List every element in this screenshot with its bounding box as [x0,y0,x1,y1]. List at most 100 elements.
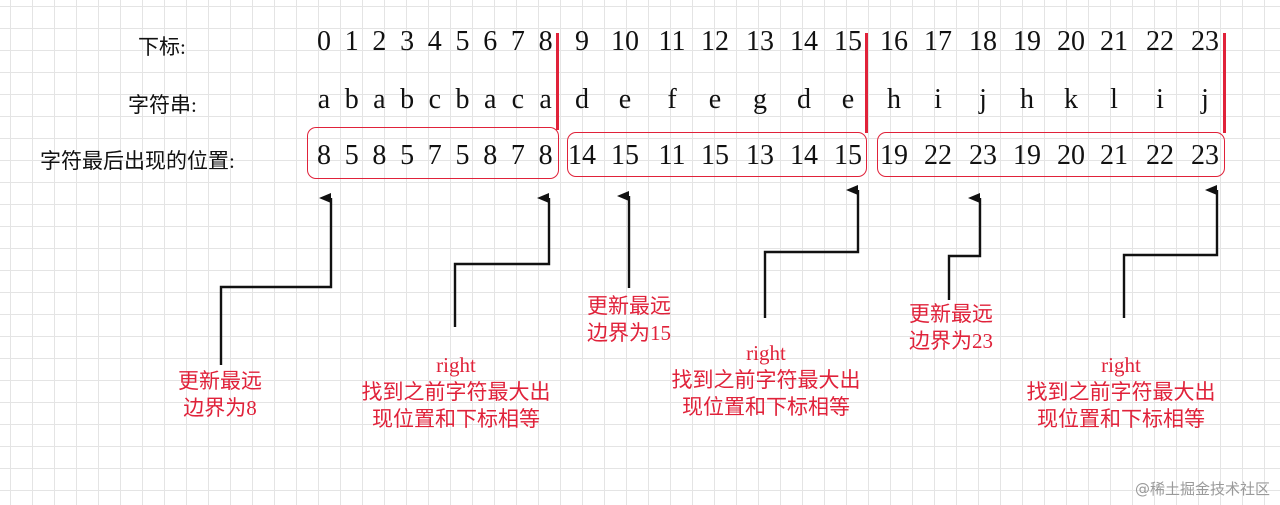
index-cell: 10 [611,26,639,57]
char-cell: i [1156,84,1164,115]
last-position-cell: 14 [790,140,818,171]
note-right-1: right 找到之前字符最大出 现位置和下标相等 [338,352,574,433]
note-right-3-line-2: 找到之前字符最大出 [1026,380,1216,404]
last-position-cell: 20 [1057,140,1085,171]
partition-line-3 [1223,33,1226,133]
char-cell: j [979,84,987,115]
string-row-label: 字符串: [128,93,197,117]
index-cell: 16 [880,26,908,57]
char-cell: g [753,84,767,115]
note-right-3: right 找到之前字符最大出 现位置和下标相等 [1003,352,1239,433]
partition-box-2 [567,132,867,177]
index-cell: 14 [790,26,818,57]
last-position-cell: 15 [834,140,862,171]
index-cell: 1 [344,26,359,57]
last-position-cell: 13 [746,140,774,171]
index-cell: 20 [1057,26,1085,57]
note-right-2: right 找到之前字符最大出 现位置和下标相等 [648,340,884,421]
char-cell: d [797,84,811,115]
last-position-cell: 19 [1013,140,1041,171]
index-cell: 13 [746,26,774,57]
index-cell: 22 [1146,26,1174,57]
index-cell: 9 [575,26,589,57]
last-position-cell: 5 [344,140,359,171]
last-position-cell: 7 [510,140,525,171]
last-position-cell: 23 [1191,140,1219,171]
note-update-2-line-2: 边界为15 [587,321,671,345]
note-right-1-line-3: 现位置和下标相等 [372,407,540,431]
index-cell: 23 [1191,26,1219,57]
partition-line-1 [556,33,559,130]
note-update-boundary-15: 更新最远 边界为15 [570,293,688,347]
last-position-cell: 22 [924,140,952,171]
char-cell: b [344,84,359,115]
char-cell: e [841,84,855,115]
note-update-boundary-23: 更新最远 边界为23 [892,301,1010,355]
char-cell: d [575,84,589,115]
note-right-3-line-1: right [1101,353,1141,377]
index-cell: 17 [924,26,952,57]
note-right-2-line-1: right [746,341,786,365]
char-cell: j [1201,84,1209,115]
arrow-right-2 [763,185,860,318]
arrow-update-1 [219,193,333,365]
last-position-cell: 5 [400,140,415,171]
char-cell: e [618,84,632,115]
index-cell: 19 [1013,26,1041,57]
last-position-cell: 7 [427,140,442,171]
arrow-right-1 [453,193,551,327]
last-position-cell: 22 [1146,140,1174,171]
note-update-3-line-2: 边界为23 [909,329,993,353]
last-position-cell: 23 [969,140,997,171]
note-right-2-line-3: 现位置和下标相等 [682,395,850,419]
char-cell: a [539,84,552,115]
index-cell: 21 [1100,26,1128,57]
last-position-cell: 8 [538,140,553,171]
index-cell: 4 [427,26,442,57]
char-cell: a [483,84,497,115]
last-position-cell: 8 [483,140,498,171]
char-cell: h [1020,84,1034,115]
last-position-cell: 5 [455,140,470,171]
char-cell: h [887,84,901,115]
index-cell: 3 [400,26,415,57]
char-cell: a [317,84,331,115]
char-cell: k [1064,84,1078,115]
char-cell: c [428,84,442,115]
char-cell: e [708,84,722,115]
note-right-1-line-1: right [436,353,476,377]
partition-box-3 [877,132,1225,177]
partition-box-1 [307,127,559,179]
note-update-1-line-1: 更新最远 [178,369,262,393]
note-update-3-line-1: 更新最远 [909,302,993,326]
index-row-label: 下标: [138,35,186,59]
note-right-2-line-2: 找到之前字符最大出 [671,368,861,392]
note-update-1-line-2: 边界为8 [183,396,257,420]
index-cell: 5 [455,26,470,57]
char-cell: i [934,84,942,115]
last-position-cell: 8 [372,140,387,171]
index-cell: 12 [701,26,729,57]
note-right-1-line-2: 找到之前字符最大出 [361,380,551,404]
last-position-cell: 21 [1100,140,1128,171]
index-cell: 2 [372,26,387,57]
index-cell: 0 [317,26,331,57]
last-position-row-label: 字符最后出现的位置: [40,149,235,173]
partition-line-2 [865,33,868,133]
index-cell: 15 [834,26,862,57]
last-position-cell: 19 [880,140,908,171]
index-cell: 8 [538,26,553,57]
index-cell: 7 [510,26,525,57]
last-position-cell: 8 [317,140,331,171]
char-cell: b [400,84,415,115]
arrow-right-3 [1122,185,1219,318]
char-cell: b [455,84,470,115]
last-position-cell: 11 [658,140,686,171]
watermark: @稀土掘金技术社区 [1134,480,1270,498]
char-cell: c [511,84,525,115]
char-cell: l [1110,84,1118,115]
note-right-3-line-3: 现位置和下标相等 [1037,407,1205,431]
arrow-update-3 [947,193,982,300]
last-position-cell: 15 [701,140,729,171]
